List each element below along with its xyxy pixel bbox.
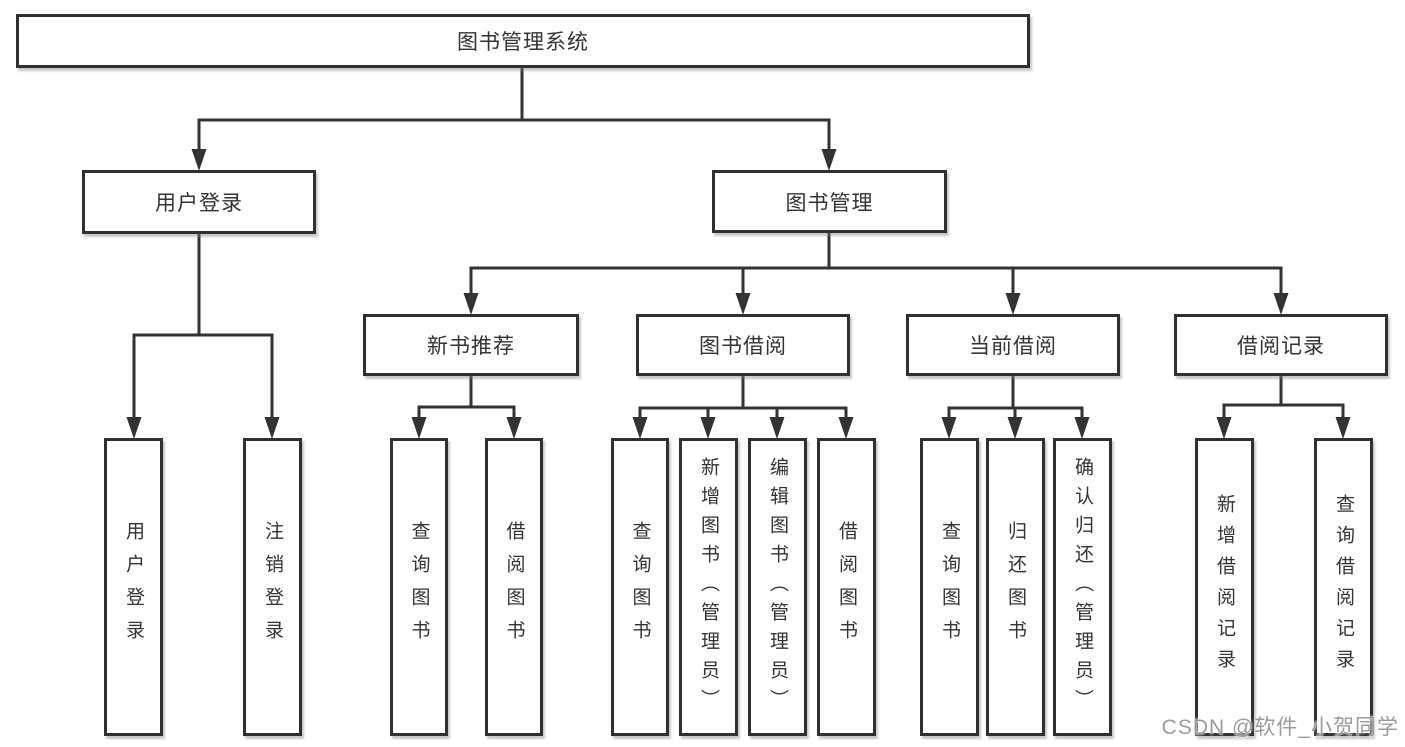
node-label: 新增借阅记录	[1214, 494, 1235, 680]
arrowhead-icon	[941, 417, 957, 439]
node-label: 图书借阅	[699, 335, 787, 358]
node-borrowing-records: 借阅记录	[1174, 314, 1388, 376]
node-label: 编辑图书（管理员）	[767, 456, 788, 718]
node-return-books: 归还图书	[986, 438, 1045, 736]
node-label: 查询图书	[408, 521, 430, 653]
arrowhead-icon	[1007, 417, 1023, 439]
node-label: 用户登录	[123, 521, 144, 653]
connector-from-book-management	[463, 233, 1289, 315]
node-current-borrowing: 当前借阅	[906, 314, 1120, 376]
connector-from-borrowing-records	[1216, 376, 1351, 439]
connector-path	[1222, 376, 1345, 420]
node-query-borrowing-record: 查询借阅记录	[1314, 438, 1373, 736]
arrowhead-icon	[821, 149, 837, 171]
arrowhead-icon	[1335, 417, 1351, 439]
node-confirm-return-admin: 确认归还（管理员）	[1053, 438, 1112, 736]
connector-from-book-borrowing	[632, 376, 854, 439]
arrowhead-icon	[838, 417, 854, 439]
watermark: CSDN @软件_小贺同学	[1161, 716, 1399, 739]
node-logout-action: 注销登录	[243, 438, 302, 736]
node-add-books-admin: 新增图书（管理员）	[679, 438, 738, 736]
node-label: 借阅记录	[1237, 335, 1325, 358]
arrowhead-icon	[264, 417, 280, 439]
node-label: 新增图书（管理员）	[698, 456, 719, 718]
node-edit-books-admin: 编辑图书（管理员）	[748, 438, 807, 736]
arrowhead-icon	[735, 293, 751, 315]
node-query-books-borrowing: 查询图书	[611, 438, 669, 736]
node-label: 新书推荐	[427, 335, 515, 358]
connector-path	[197, 68, 831, 152]
connector-from-library-management-system	[191, 68, 837, 171]
connector-path	[132, 234, 274, 420]
node-label: 当前借阅	[969, 335, 1057, 358]
node-library-management-system: 图书管理系统	[16, 14, 1030, 68]
node-book-borrowing: 图书借阅	[636, 314, 850, 376]
node-label: 查询图书	[939, 521, 960, 653]
connector-path	[469, 233, 1283, 296]
node-book-management: 图书管理	[712, 170, 947, 233]
node-label: 注销登录	[262, 521, 283, 653]
node-borrow-books-borrowing: 借阅图书	[817, 438, 876, 736]
connector-from-user-login	[126, 234, 280, 439]
node-query-books-current: 查询图书	[920, 438, 979, 736]
connector-from-new-book-recommendation	[411, 376, 522, 439]
arrowhead-icon	[1005, 293, 1021, 315]
node-user-login: 用户登录	[82, 170, 316, 234]
arrowhead-icon	[191, 149, 207, 171]
connector-path	[947, 376, 1084, 420]
node-user-login-action: 用户登录	[104, 438, 163, 736]
node-label: 用户登录	[155, 192, 243, 215]
arrowhead-icon	[506, 417, 522, 439]
node-label: 图书管理系统	[457, 31, 589, 54]
arrowhead-icon	[1273, 293, 1289, 315]
arrowhead-icon	[700, 417, 716, 439]
node-label: 归还图书	[1005, 521, 1026, 653]
connector-from-current-borrowing	[941, 376, 1090, 439]
node-label: 借阅图书	[503, 521, 525, 653]
arrowhead-icon	[463, 293, 479, 315]
node-new-book-recommendation: 新书推荐	[363, 314, 579, 376]
arrowhead-icon	[411, 417, 427, 439]
node-label: 借阅图书	[836, 521, 857, 653]
node-borrow-books-recommend: 借阅图书	[485, 438, 543, 736]
node-label: 图书管理	[785, 191, 874, 215]
node-add-borrowing-record: 新增借阅记录	[1195, 438, 1254, 736]
arrowhead-icon	[126, 417, 142, 439]
node-label: 确认归还（管理员）	[1072, 456, 1093, 718]
arrowhead-icon	[769, 417, 785, 439]
node-query-books-recommend: 查询图书	[390, 438, 448, 736]
node-label: 查询借阅记录	[1333, 494, 1354, 680]
connector-path	[417, 376, 516, 420]
arrowhead-icon	[1216, 417, 1232, 439]
connector-path	[638, 376, 848, 420]
node-label: 查询图书	[629, 521, 651, 653]
arrowhead-icon	[632, 417, 648, 439]
arrowhead-icon	[1074, 417, 1090, 439]
